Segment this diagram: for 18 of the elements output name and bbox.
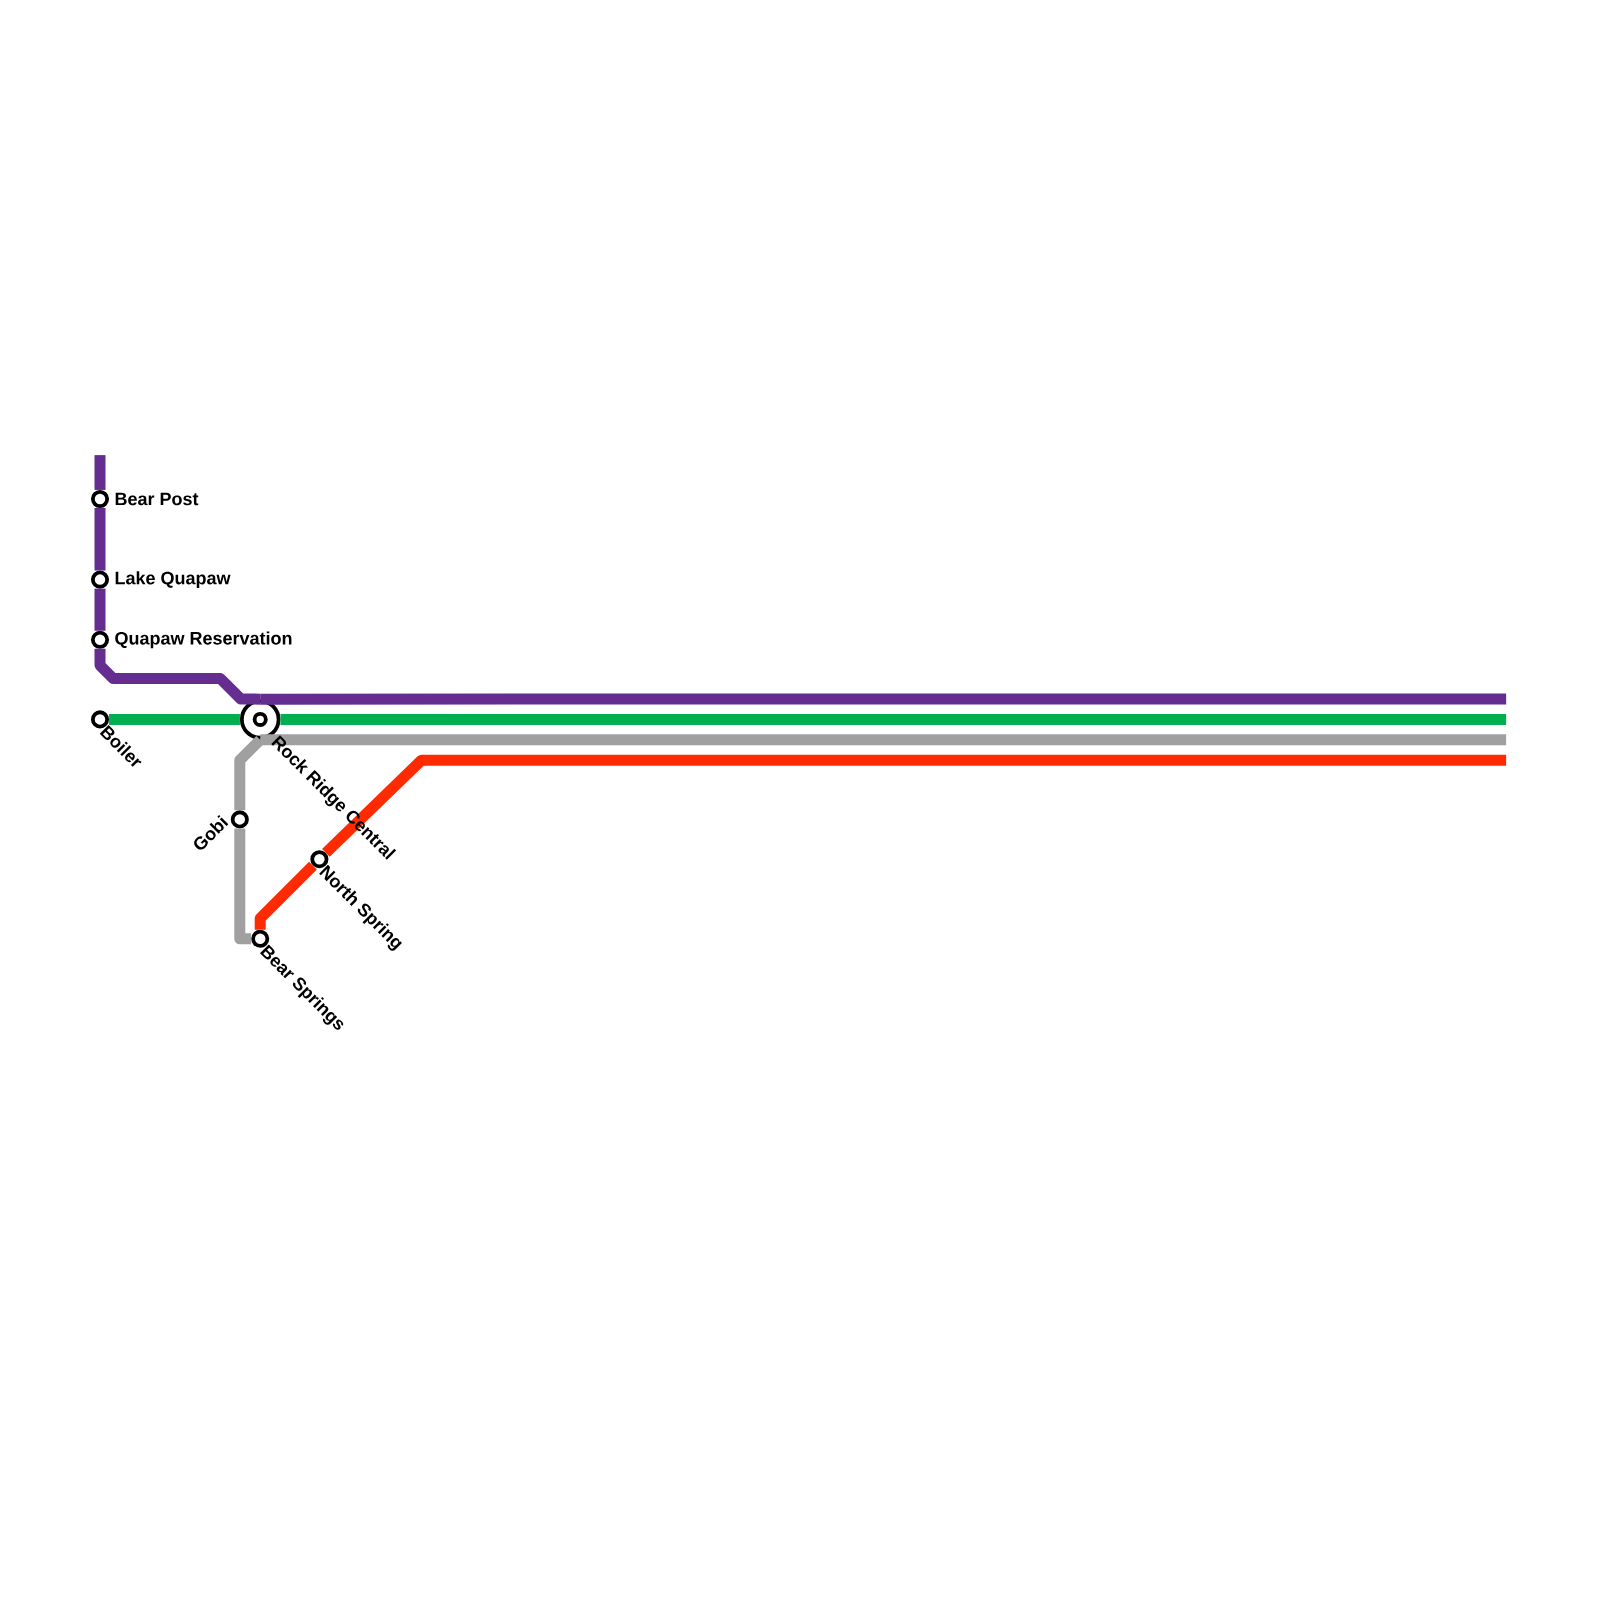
- station-marker: [90, 630, 110, 649]
- station-marker: [90, 570, 110, 589]
- station-name: Quapaw Reservation: [115, 631, 292, 649]
- station-name: Lake Quapaw: [115, 571, 231, 588]
- transit-line: [322, 754, 1507, 857]
- transit-line: [94, 508, 106, 571]
- transit-line: [254, 861, 317, 930]
- station-name: Bear Post: [115, 492, 199, 506]
- transit-line: [234, 828, 252, 945]
- transit-line: [94, 588, 106, 631]
- transit-line: [260, 734, 1507, 746]
- station-marker: [90, 489, 110, 509]
- transit-line: [94, 648, 261, 705]
- transit-line: [280, 713, 1507, 725]
- station-marker: [230, 810, 249, 829]
- transit-line: [94, 455, 106, 490]
- transit-line: [109, 713, 240, 725]
- transit-line: [260, 693, 1507, 705]
